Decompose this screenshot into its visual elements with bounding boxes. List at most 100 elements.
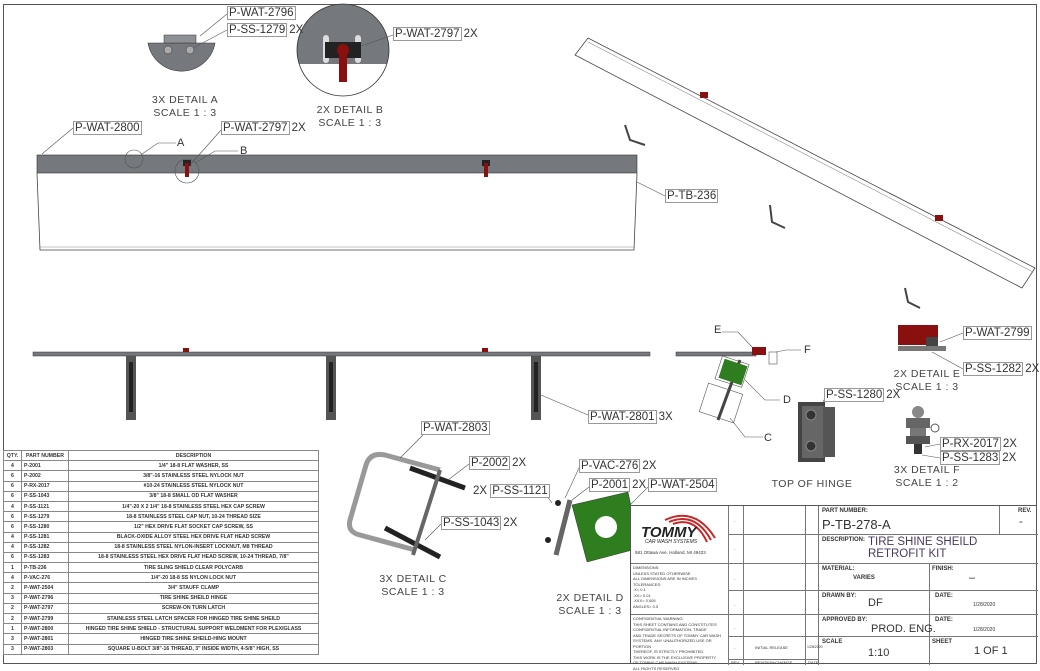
detail-scale: SCALE 1 : 2 [882,477,972,490]
bom-qty: 4 [4,532,22,542]
bom-part-number: P-TB-236 [22,563,69,573]
detail-letter-d: D [783,394,791,406]
part-number: P-TB-278-A [822,517,891,532]
callout-part: P-WAT-2800 [73,121,142,135]
description-label: DESCRIPTION: [822,537,865,543]
bom-description: SCREW-ON TURN LATCH [69,603,319,613]
bom-part-number: P-WAT-2797 [22,603,69,613]
bom-qty: 6 [4,471,22,481]
detail-title: 3X DETAIL A [140,94,230,107]
detail-e-view [898,325,963,369]
callout-part: P-WAT-2803 [421,421,490,435]
callout-qty: 2X [632,479,646,491]
company-address: 581 Ottawa Ave. Holland, MI 49423 [635,550,727,556]
callout-part: P-WAT-2797 [393,27,462,41]
detail-title: 2X DETAIL B [305,104,395,117]
bom-qty: 6 [4,552,22,562]
detail-title: 2X DETAIL E [882,368,972,381]
callout-part: P-SS-1043 [441,516,501,530]
callout-p-wat-2800: P-WAT-2800 [73,122,142,135]
bom-header-qty: QTY. [4,451,22,461]
bom-part-number: P-SS-1121 [22,501,69,511]
callout-part: P-SS-1283 [940,451,1000,465]
bom-part-number: P-SS-1280 [22,522,69,532]
isometric-view [575,38,1035,308]
detail-letter-b: B [240,145,247,157]
logo-sub: CAR WASH SYSTEMS [645,539,697,545]
sheet: 1 OF 1 [974,645,1008,657]
detail-f-view [906,406,940,458]
finish: – [969,572,975,584]
finish-label: FINISH: [932,566,954,572]
bom-header-desc: DESCRIPTION [69,451,319,461]
bom-header-part: PART NUMBER [22,451,69,461]
front-view [37,128,665,250]
title-block: TOMMY CAR WASH SYSTEMS 581 Ottawa Ave. H… [630,505,1037,664]
company-logo: TOMMY CAR WASH SYSTEMS [635,508,725,548]
callout-part: P-SS-1121 [490,484,549,498]
bom-qty: 3 [4,593,22,603]
detail-b-view [290,0,400,104]
rev-cell: - [734,518,735,524]
rev-label: REV. [1018,508,1031,514]
bom-part-number: P-RX-2017 [22,481,69,491]
approved-date: 1/28/2020 [973,627,995,633]
bom-description: TIRE SLING SHIELD CLEAR POLYCARB [69,563,319,573]
callout-part: P-VAC-276 [579,459,640,473]
confidential-line: ALL RIGHTS RESERVED [633,666,727,671]
bom-description: STAINLESS STEEL LATCH SPACER FOR HINGED … [69,614,319,624]
approved-by-label: APPROVED BY: [822,617,867,623]
bom-part-number: P-WAT-2803 [22,644,69,654]
detail-scale: SCALE 1 : 3 [305,117,395,130]
bom-qty: 4 [4,501,22,511]
bom-part-number: P-SS-1279 [22,512,69,522]
callout-part: P-WAT-2801 [588,410,657,424]
callout-qty: 2X [1025,363,1039,375]
callout-part: P-SS-1279 [227,23,287,37]
bom-qty: 4 [4,461,22,471]
detail-letter-c: C [764,432,772,444]
bom-part-number: P-WAT-2504 [22,583,69,593]
approved-date-label: DATE: [935,617,953,623]
bom-description: 3/8"-16 STAINLESS STEEL NYLOCK NUT [69,471,319,481]
drawn-by-label: DRAWN BY: [822,593,856,599]
callout-qty: 2X [464,28,478,40]
rev-cell: - [734,576,735,582]
callout-part: P-RX-2017 [940,437,1001,451]
rev-header: REV. [731,660,740,666]
drawn-date: 1/28/2020 [973,602,995,608]
bom-description: HINGED TIRE SHINE SHEILD-HING MOUNT [69,634,319,644]
bom-description: #10-24 STAINLESS STEEL NYLOCK NUT [69,481,319,491]
bom-qty: 4 [4,542,22,552]
detail-scale: SCALE 1 : 3 [545,605,635,618]
sheet-label: SHEET [932,639,952,645]
callout-part: P-WAT-2796 [227,6,296,20]
callout-part: P-SS-1282 [963,362,1023,376]
callout-qty: 2X [473,485,487,497]
callout-part: P-WAT-2799 [963,326,1032,340]
drawn-date-label: DATE: [935,593,953,599]
bom-qty: 3 [4,644,22,654]
bom-description: 3/4" STAUFF CLAMP [69,583,319,593]
bom-qty: 6 [4,512,22,522]
callout-qty: 3X [659,411,673,423]
initial-release: INITIAL RELEASE [755,645,788,651]
bom-qty: 3 [4,634,22,644]
bom-description: SQUARE U-BOLT 3/8"-16 THREAD, 3" INSIDE … [69,644,319,654]
bom-description: 18-8 STAINLESS STEEL CAP NUT, 10-24 THRE… [69,512,319,522]
detail-a-view [148,14,227,71]
